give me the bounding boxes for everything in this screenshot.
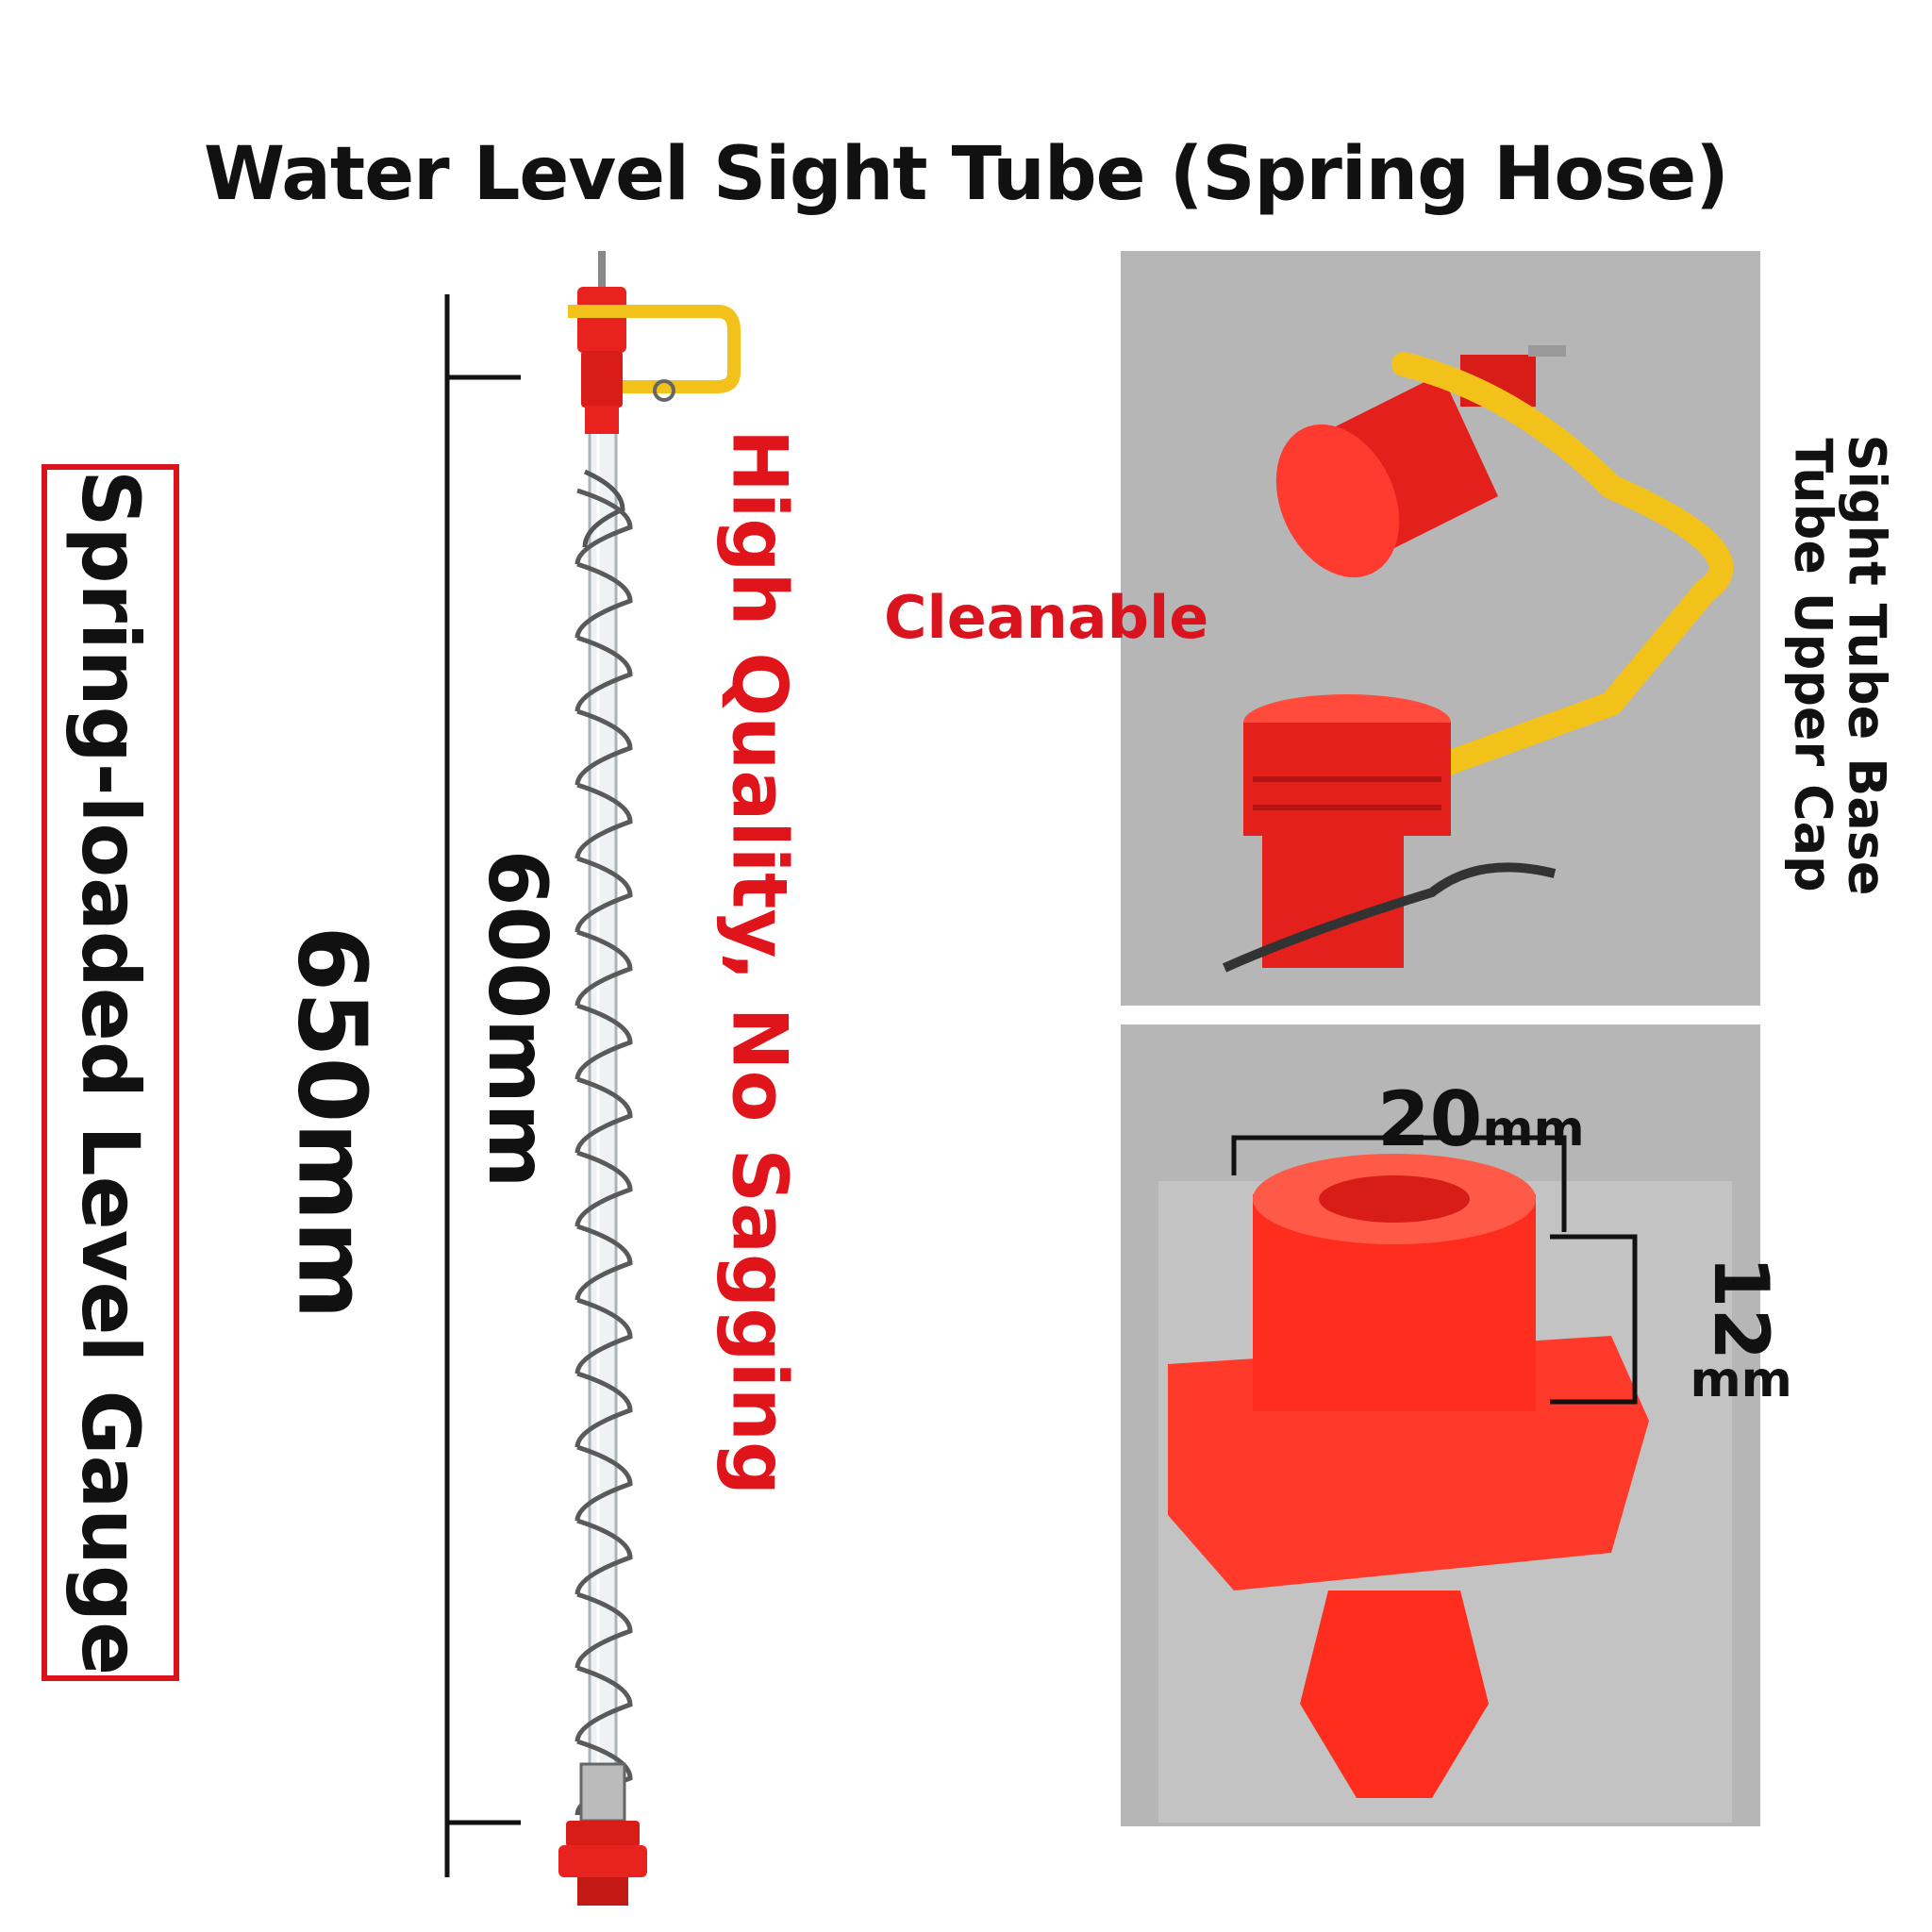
spring-coil-loop <box>575 1444 633 1522</box>
dimension-line-600 <box>447 375 521 1825</box>
side-label-frame <box>42 464 179 1681</box>
spring-coil-loop <box>575 488 633 565</box>
tube-bottom-fitting <box>558 1762 647 1906</box>
spring-coil-loop <box>575 1591 633 1669</box>
spring-coil-loop <box>575 1665 633 1742</box>
thread-dimension-value: 12 <box>1697 1255 1786 1361</box>
upper-cap-photo <box>1121 251 1760 1006</box>
yellow-strap-shape <box>1391 352 1734 791</box>
cap-label-line1: Sight Tube Base <box>1837 434 1897 896</box>
spring-coil-loop <box>575 1224 633 1301</box>
red-base-shape <box>1243 694 1451 968</box>
spring-coil-loop <box>575 635 633 712</box>
thread-dimension-label: 12 mm <box>1689 1256 1793 1408</box>
spring-coil-loop <box>575 929 633 1007</box>
page-title: Water Level Sight Tube (Spring Hose) <box>204 132 1729 217</box>
thread-dimension-unit: mm <box>1690 1352 1792 1408</box>
cap-label-line2: Tube Upper Cap <box>1784 438 1843 892</box>
cleanable-label: Cleanable <box>884 583 1209 652</box>
spring-coil-loop <box>575 708 633 786</box>
hex-fitting-shape <box>1168 1154 1649 1798</box>
spring-coil-loop <box>575 1150 633 1227</box>
spring-coil-loop <box>575 856 633 933</box>
width-dimension-label: 20mm <box>1377 1075 1585 1163</box>
quality-label: High Quality, No Sagging <box>715 428 804 1496</box>
width-dimension-value: 20 <box>1377 1075 1483 1163</box>
spring-coil <box>582 469 625 548</box>
spring-coil-loop <box>575 561 633 639</box>
spring-coil-loop <box>575 1003 633 1080</box>
width-dimension-unit: mm <box>1482 1101 1585 1158</box>
red-cap-shape <box>1275 345 1566 578</box>
dimension-brackets <box>1231 1135 1638 1405</box>
total-length-label: 650mm <box>276 925 388 1320</box>
base-fitting-photo <box>1121 1024 1760 1826</box>
tube-length-label: 600mm <box>470 849 564 1189</box>
spring-wire-shape <box>1222 862 1557 973</box>
spring-coil-loop <box>575 1297 633 1374</box>
tube-top-cap <box>568 251 741 434</box>
spring-coil-loop <box>575 1371 633 1448</box>
spring-coil-loop <box>575 782 633 859</box>
side-label: Spring-loaded Level Gauge <box>64 469 157 1676</box>
spring-coil-loop <box>575 1518 633 1595</box>
cap-label: Sight Tube Base Tube Upper Cap <box>1784 434 1897 896</box>
spring-coil-loop <box>575 1076 633 1154</box>
